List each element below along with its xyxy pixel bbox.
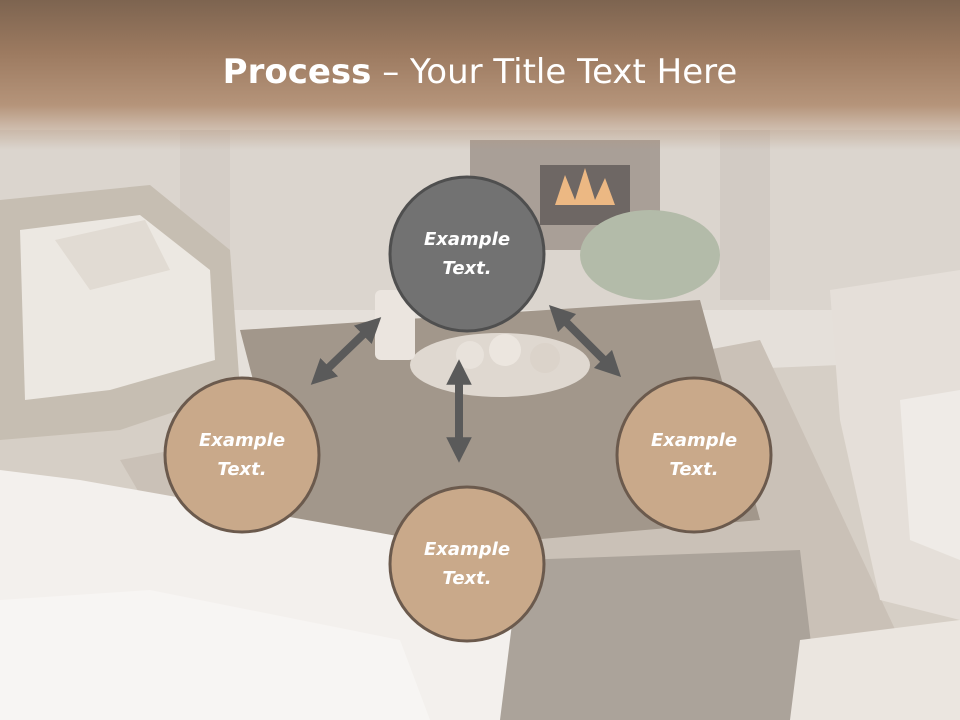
title-rest: Your Title Text Here xyxy=(410,52,738,92)
node-top-line2: Text. xyxy=(442,258,492,279)
node-circle-bottom xyxy=(388,485,546,643)
node-bottom-line1: Example xyxy=(423,539,511,560)
node-left-line1: Example xyxy=(198,430,286,451)
title-band xyxy=(0,0,960,150)
title-dash: – xyxy=(371,52,411,92)
slide-title: Process – Your Title Text Here xyxy=(0,52,960,92)
node-left-line2: Text. xyxy=(217,459,267,480)
node-circle-right xyxy=(615,376,773,534)
title-bold-part: Process xyxy=(222,52,372,92)
node-right-line2: Text. xyxy=(669,459,719,480)
node-label-right: Example Text. xyxy=(614,426,774,484)
double-arrow-top-left xyxy=(310,317,382,385)
node-label-bottom: Example Text. xyxy=(387,535,547,593)
node-label-top: Example Text. xyxy=(387,225,547,283)
node-top-line1: Example xyxy=(423,229,511,250)
node-right-line1: Example xyxy=(650,430,738,451)
node-bottom-line2: Text. xyxy=(442,568,492,589)
node-label-left: Example Text. xyxy=(162,426,322,484)
node-circle-top xyxy=(388,175,546,333)
double-arrow-top-right xyxy=(548,304,622,378)
node-circle-left xyxy=(163,376,321,534)
